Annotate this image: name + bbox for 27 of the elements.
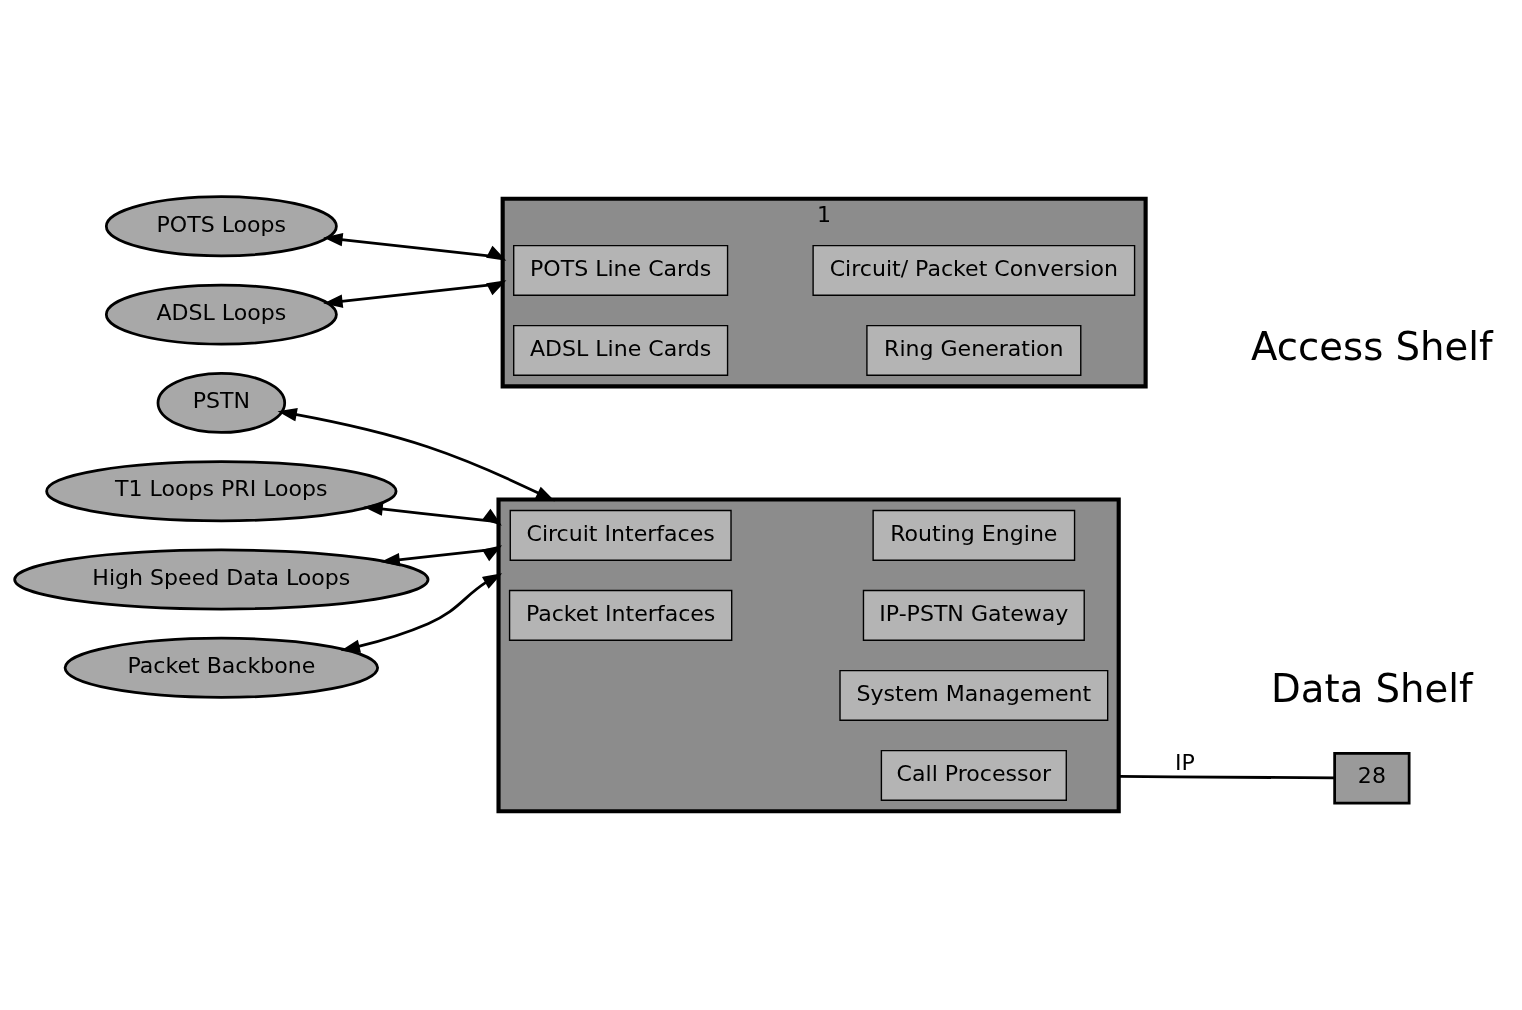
- node-box: IP-PSTN Gateway: [862, 589, 1085, 641]
- node-box: System Management: [838, 669, 1108, 721]
- node-ellipse: T1 Loops PRI Loops: [44, 460, 397, 523]
- node-box: ADSL Line Cards: [512, 324, 728, 376]
- node-box: POTS Line Cards: [512, 244, 728, 296]
- arrow: [379, 545, 502, 567]
- arrow: [322, 280, 506, 308]
- node-box: Routing Engine: [871, 509, 1075, 561]
- arrow: [340, 573, 502, 653]
- arrow: [277, 408, 555, 502]
- node-ellipse: High Speed Data Loops: [12, 548, 429, 611]
- arrow: [362, 502, 502, 526]
- node-ellipse: PSTN: [156, 371, 286, 434]
- connector: [1118, 775, 1334, 780]
- label: Access Shelf: [1250, 323, 1493, 369]
- node-box: 28: [1332, 751, 1411, 805]
- node-box: Circuit Interfaces: [509, 509, 732, 561]
- edge-label: IP: [1174, 749, 1195, 775]
- cluster: [495, 497, 1121, 814]
- node-box: Packet Interfaces: [508, 589, 732, 641]
- node-ellipse: ADSL Loops: [104, 283, 338, 346]
- node-box: Call Processor: [880, 749, 1067, 801]
- node-box: Circuit/ Packet Conversion: [811, 244, 1135, 296]
- node-ellipse: POTS Loops: [104, 195, 338, 258]
- label: Data Shelf: [1270, 666, 1473, 712]
- node-box: Ring Generation: [865, 324, 1081, 376]
- arrow: [322, 232, 506, 261]
